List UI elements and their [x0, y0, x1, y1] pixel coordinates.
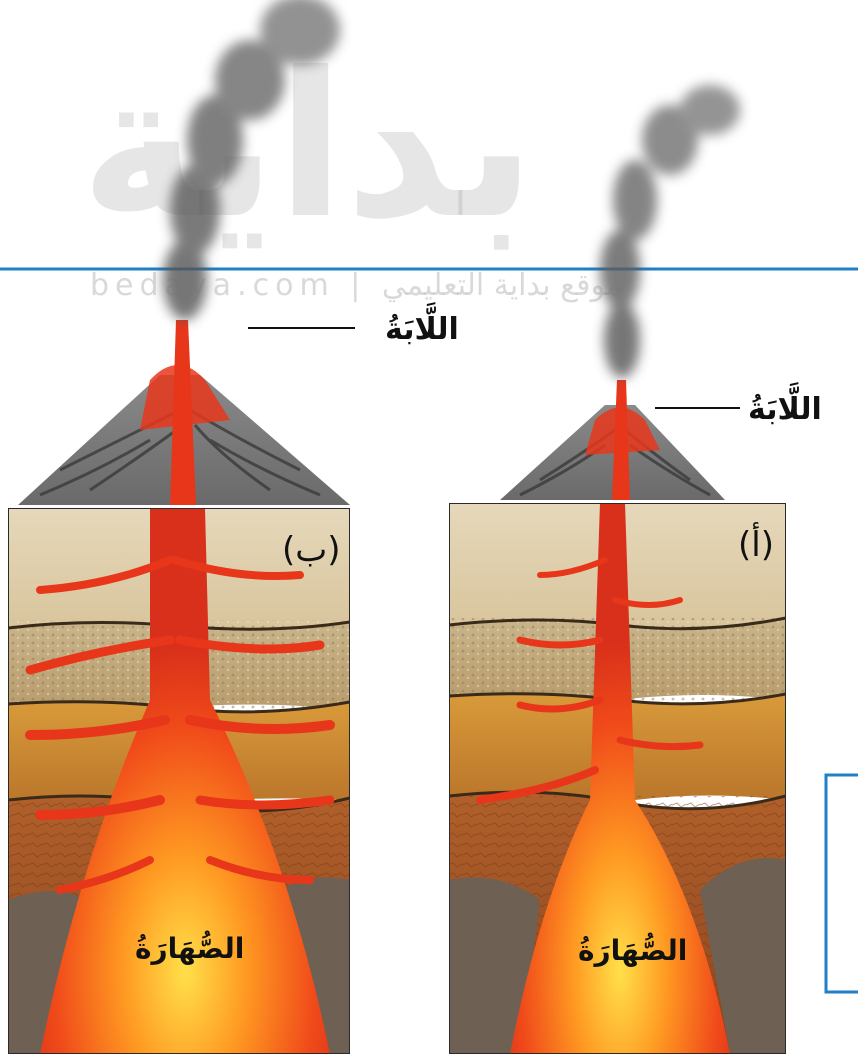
watermark-url: bedaya.com | موقع بداية التعليمي [90, 268, 622, 303]
panel-b [8, 508, 350, 1054]
callout-frame [826, 775, 858, 992]
panel-a [449, 503, 786, 1054]
panel-tag-b: (ب) [282, 530, 341, 570]
lava-label-b: اللَّابَةُ [385, 312, 459, 347]
magma-label-b: الصُّهَارَةُ [135, 932, 244, 965]
panel-tag-a: (أ) [738, 525, 774, 565]
smoke-a [600, 85, 740, 378]
magma-label-a: الصُّهَارَةُ [578, 934, 687, 967]
lava-label-a: اللَّابَةُ [748, 392, 822, 427]
